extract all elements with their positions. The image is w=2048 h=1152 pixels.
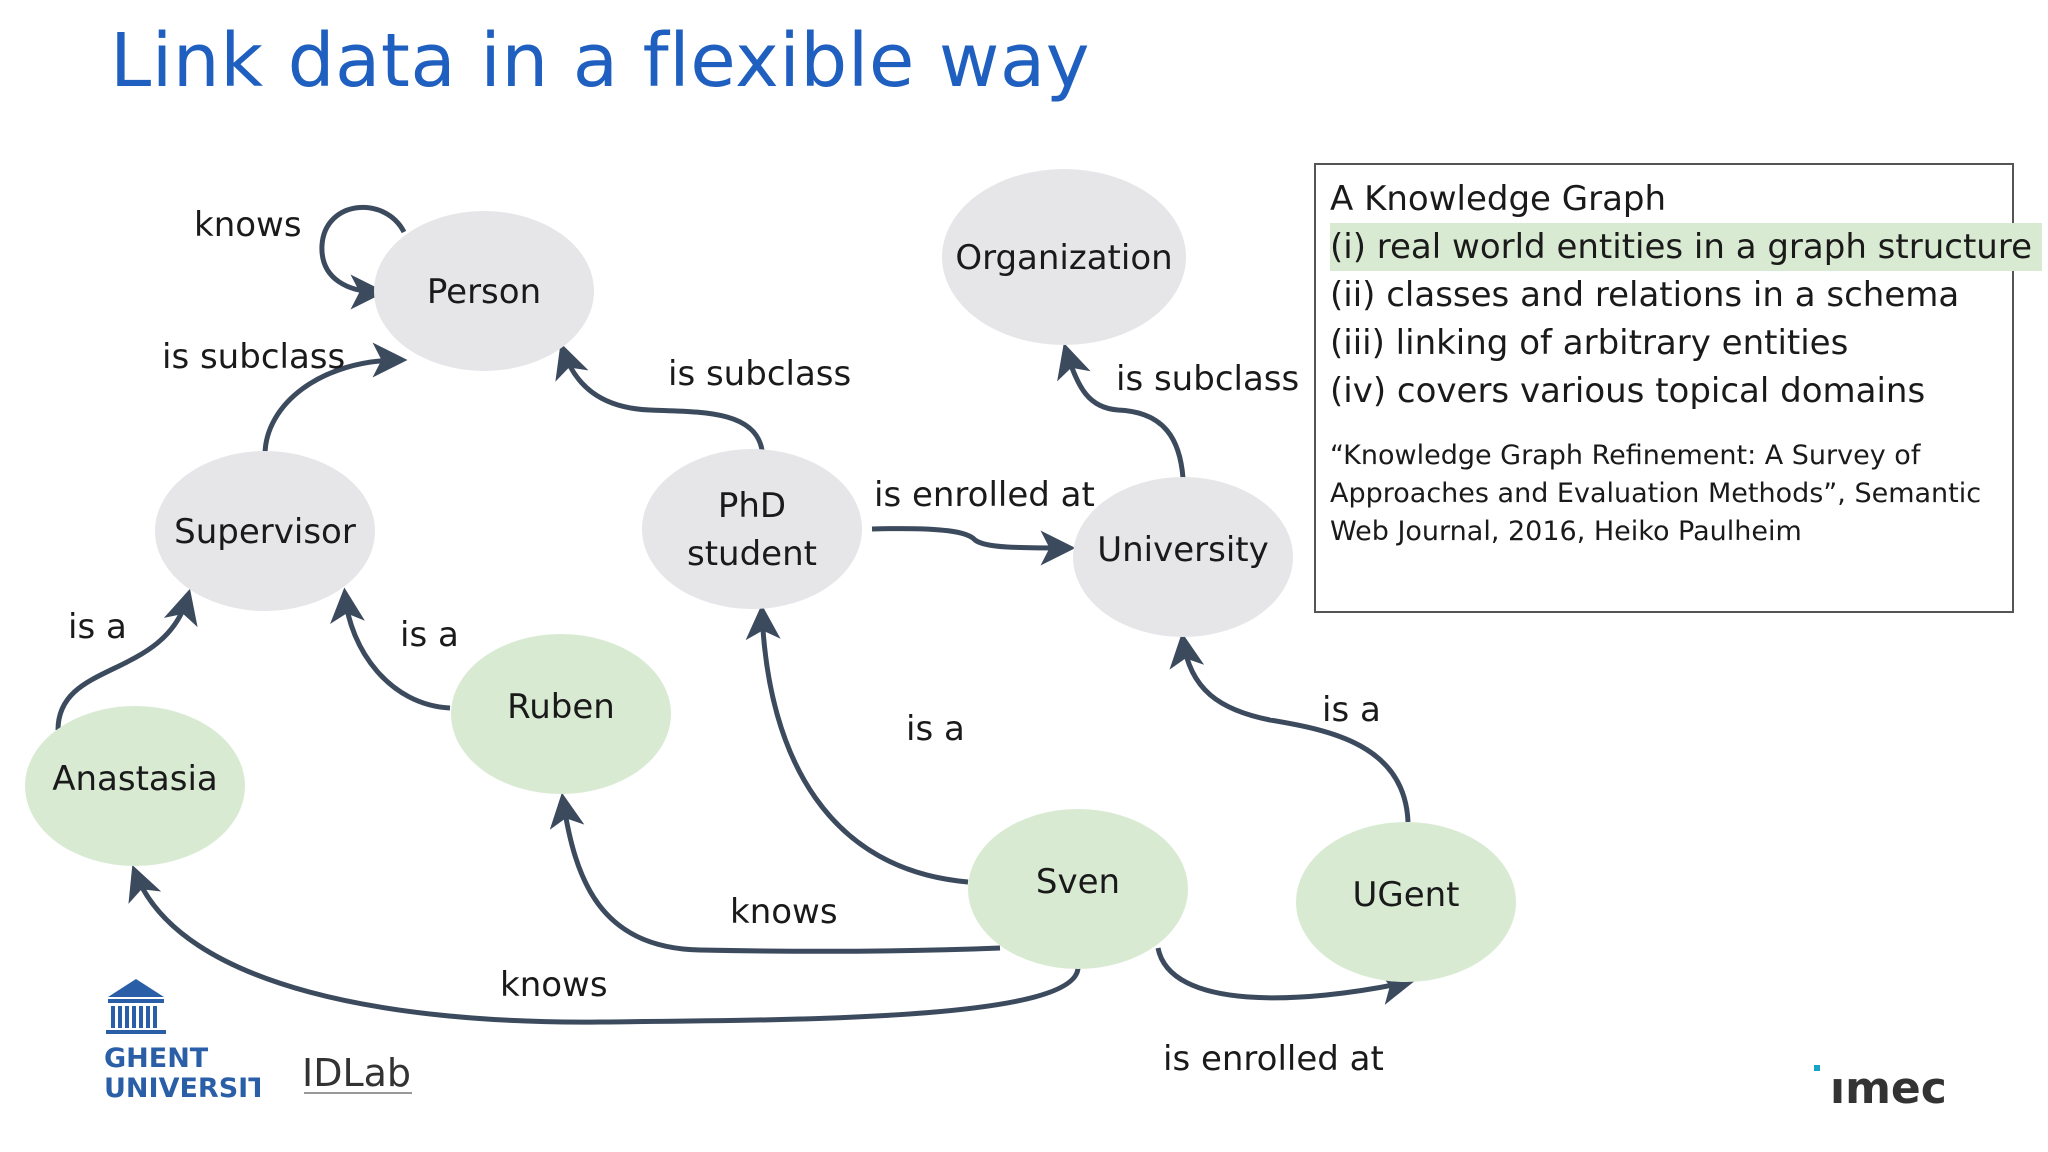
node-ugent: UGent bbox=[1296, 822, 1516, 982]
edge-label-knows: knows bbox=[194, 205, 302, 245]
node-label-line1: PhD bbox=[718, 486, 786, 526]
edge-sven-knows-anastasia bbox=[128, 864, 1081, 1025]
citation: “Knowledge Graph Refinement: A Survey of… bbox=[1330, 440, 1982, 547]
imec-logo: ımec bbox=[1814, 1063, 1947, 1114]
edge-supervisor-subclass-person bbox=[262, 342, 408, 456]
edge-university-subclass-org bbox=[1057, 342, 1186, 479]
node-supervisor: Supervisor bbox=[155, 451, 375, 611]
edge-label-is-enrolled-at: is enrolled at bbox=[874, 475, 1095, 515]
edge-anastasia-isa-supervisor bbox=[55, 588, 198, 731]
idlab-logo-text: IDLab bbox=[302, 1051, 411, 1095]
node-label: Organization bbox=[955, 238, 1172, 278]
node-phd-student: PhD student bbox=[642, 449, 862, 609]
edge-phd-enrolled-university bbox=[871, 526, 1076, 566]
info-item: (iii) linking of arbitrary entities bbox=[1330, 323, 1849, 363]
ghent-logo-line1: GHENT bbox=[104, 1043, 209, 1074]
node-ruben: Ruben bbox=[451, 634, 671, 794]
edge-label-is-subclass: is subclass bbox=[668, 354, 851, 394]
knowledge-graph-definition-box: A Knowledge Graph (i) real world entitie… bbox=[1314, 163, 2042, 613]
edge-sven-isa-phd bbox=[745, 604, 969, 885]
edge-phd-subclass-person bbox=[555, 342, 765, 451]
node-sven: Sven bbox=[968, 809, 1188, 969]
info-item: (ii) classes and relations in a schema bbox=[1330, 275, 1960, 315]
edge-ugent-isa-university bbox=[1169, 632, 1411, 823]
edge-label-is-a: is a bbox=[906, 709, 965, 749]
node-label: Anastasia bbox=[52, 759, 218, 799]
node-university: University bbox=[1073, 477, 1293, 637]
info-item: (iv) covers various topical domains bbox=[1330, 371, 1926, 411]
edge-label-knows: knows bbox=[500, 965, 608, 1005]
node-label: University bbox=[1097, 530, 1269, 570]
edge-label-knows: knows bbox=[730, 892, 838, 932]
node-organization: Organization bbox=[942, 169, 1186, 345]
edge-label-is-a: is a bbox=[400, 615, 459, 655]
imec-logo-text: ımec bbox=[1830, 1063, 1947, 1114]
info-heading: A Knowledge Graph bbox=[1330, 179, 1667, 219]
node-label: Person bbox=[427, 272, 541, 312]
idlab-logo: IDLab bbox=[302, 1051, 412, 1095]
node-label: Ruben bbox=[507, 687, 615, 727]
slide-title: Link data in a flexible way bbox=[110, 18, 1091, 104]
edge-sven-knows-ruben bbox=[549, 792, 1001, 954]
edge-label-is-a: is a bbox=[1322, 690, 1381, 730]
ghent-logo-line2: UNIVERSITY bbox=[104, 1073, 260, 1104]
edge-sven-enrolled-ugent bbox=[1155, 947, 1416, 1005]
node-person: Person bbox=[374, 211, 594, 371]
ghent-university-logo: GHENT UNIVERSITY bbox=[104, 979, 260, 1104]
info-item-highlighted: (i) real world entities in a graph struc… bbox=[1330, 223, 2042, 271]
edge-person-knows-person bbox=[319, 204, 407, 310]
edge-label-is-subclass: is subclass bbox=[1116, 359, 1299, 399]
node-label: Supervisor bbox=[174, 512, 356, 552]
node-anastasia: Anastasia bbox=[25, 706, 245, 866]
edge-label-is-enrolled-at: is enrolled at bbox=[1163, 1039, 1384, 1079]
node-label: UGent bbox=[1352, 875, 1459, 915]
edge-label-is-subclass: is subclass bbox=[162, 337, 345, 377]
edge-ruben-isa-supervisor bbox=[330, 587, 451, 711]
edge-label-is-a: is a bbox=[68, 607, 127, 647]
node-label-line2: student bbox=[687, 534, 817, 574]
building-icon bbox=[106, 979, 166, 1034]
node-label: Sven bbox=[1036, 862, 1120, 902]
